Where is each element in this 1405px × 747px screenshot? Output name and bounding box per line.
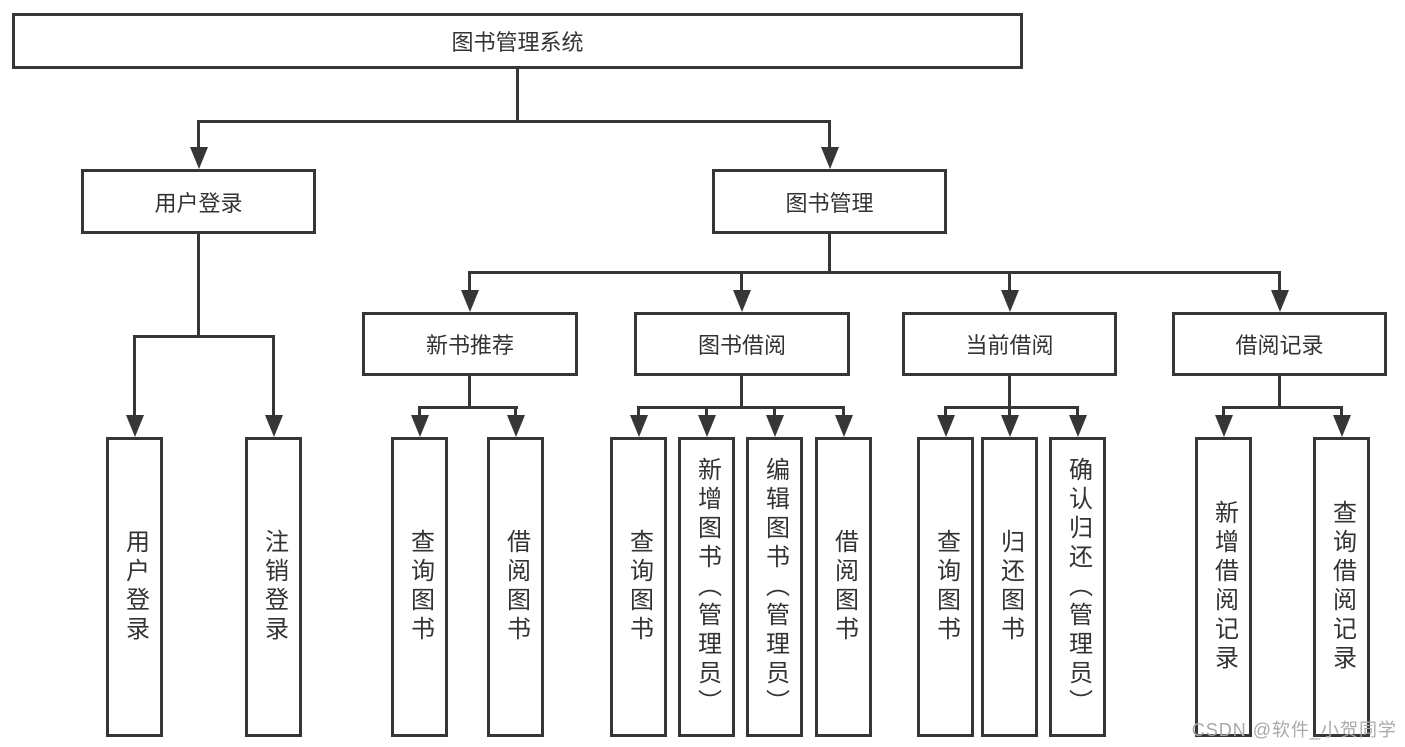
connector-book-borrow-drop-1: [637, 406, 640, 417]
connector-current-borrow-hbar: [944, 406, 1079, 409]
arrowhead-cb-query: [937, 415, 955, 437]
leaf-cb-return-books-label: 归还图书: [996, 529, 1024, 645]
connector-new-books-stem: [468, 376, 471, 407]
leaf-bb-add-books-label: 新增图书（管理员）: [693, 456, 721, 718]
arrowhead-leaf-logout: [265, 415, 283, 437]
arrowhead-user-login: [190, 147, 208, 169]
connector-book-mgmt-hbar: [468, 271, 1281, 274]
arrowhead-br-query: [1333, 415, 1351, 437]
arrowhead-book-borrow: [733, 290, 751, 312]
node-book-mgmt-label: 图书管理: [785, 190, 874, 216]
connector-borrow-records-stem: [1278, 376, 1281, 407]
node-user-login-label: 用户登录: [154, 190, 243, 216]
connector-new-books-drop-1: [418, 406, 421, 417]
connector-user-login-drop-1: [133, 335, 136, 417]
leaf-cb-query-books: 查询图书: [917, 437, 974, 737]
arrowhead-new-books: [461, 290, 479, 312]
arrowhead-nb-query: [411, 415, 429, 437]
leaf-cb-return-books: 归还图书: [981, 437, 1038, 737]
arrowhead-br-add: [1215, 415, 1233, 437]
connector-user-login-hbar: [133, 335, 275, 338]
leaf-cb-query-books-label: 查询图书: [932, 529, 960, 645]
connector-borrow-records-hbar: [1222, 406, 1343, 409]
arrowhead-bb-add: [698, 415, 716, 437]
connector-borrow-records-drop-2: [1340, 406, 1343, 417]
connector-book-borrow-drop-2: [705, 406, 708, 417]
node-book-borrow-label: 图书借阅: [697, 333, 786, 358]
leaf-nb-borrow-books-label: 借阅图书: [502, 529, 530, 645]
arrowhead-nb-borrow: [507, 415, 525, 437]
leaf-user-logout-label: 注销登录: [260, 529, 288, 645]
connector-root-drop-left: [197, 120, 200, 150]
leaf-bb-query-books: 查询图书: [610, 437, 667, 737]
connector-current-borrow-stem: [1008, 376, 1011, 407]
leaf-br-query-record-label: 查询借阅记录: [1328, 500, 1356, 674]
connector-book-mgmt-drop-3: [1008, 271, 1011, 292]
arrowhead-bb-query: [630, 415, 648, 437]
leaf-nb-query-books: 查询图书: [391, 437, 448, 737]
connector-book-borrow-hbar: [637, 406, 845, 409]
leaf-nb-borrow-books: 借阅图书: [487, 437, 544, 737]
node-borrow-records: 借阅记录: [1172, 312, 1387, 376]
leaf-cb-confirm-return: 确认归还（管理员）: [1049, 437, 1106, 737]
leaf-br-add-record: 新增借阅记录: [1195, 437, 1252, 737]
node-borrow-records-label: 借阅记录: [1235, 333, 1324, 358]
connector-book-mgmt-drop-4: [1278, 271, 1281, 292]
arrowhead-bb-borrow: [835, 415, 853, 437]
connector-borrow-records-drop-1: [1222, 406, 1225, 417]
leaf-user-logout: 注销登录: [245, 437, 302, 737]
connector-root-stem: [516, 69, 519, 121]
arrowhead-book-mgmt: [821, 147, 839, 169]
node-current-borrow-label: 当前借阅: [965, 333, 1054, 358]
connector-book-mgmt-drop-1: [468, 271, 471, 292]
arrowhead-bb-edit: [766, 415, 784, 437]
connector-book-borrow-drop-4: [842, 406, 845, 417]
node-root-label: 图书管理系统: [451, 30, 584, 55]
leaf-br-query-record: 查询借阅记录: [1313, 437, 1370, 737]
leaf-bb-add-books: 新增图书（管理员）: [678, 437, 735, 737]
connector-new-books-drop-2: [514, 406, 517, 417]
connector-book-borrow-stem: [740, 376, 743, 407]
connector-root-hbar: [197, 120, 831, 123]
connector-current-borrow-drop-1: [944, 406, 947, 417]
leaf-cb-confirm-return-label: 确认归还（管理员）: [1064, 456, 1092, 718]
node-new-books-label: 新书推荐: [425, 333, 514, 358]
connector-book-mgmt-drop-2: [740, 271, 743, 292]
arrowhead-leaf-login: [126, 415, 144, 437]
leaf-user-login: 用户登录: [106, 437, 163, 737]
node-book-borrow: 图书借阅: [634, 312, 850, 376]
connector-user-login-stem: [197, 234, 200, 336]
leaf-user-login-label: 用户登录: [121, 529, 149, 645]
node-book-mgmt: 图书管理: [712, 169, 947, 234]
arrowhead-current-borrow: [1001, 290, 1019, 312]
csdn-watermark: CSDN @软件_小贺同学: [1191, 720, 1397, 740]
connector-new-books-hbar: [418, 406, 518, 409]
connector-book-mgmt-stem: [828, 234, 831, 274]
leaf-bb-query-books-label: 查询图书: [625, 529, 653, 645]
node-user-login: 用户登录: [81, 169, 316, 234]
leaf-nb-query-books-label: 查询图书: [406, 529, 434, 645]
leaf-bb-borrow-books-label: 借阅图书: [830, 529, 858, 645]
connector-root-drop-right: [828, 120, 831, 150]
node-new-books: 新书推荐: [362, 312, 578, 376]
node-root: 图书管理系统: [12, 13, 1023, 69]
leaf-bb-edit-books-label: 编辑图书（管理员）: [761, 456, 789, 718]
arrowhead-borrow-records: [1271, 290, 1289, 312]
connector-book-borrow-drop-3: [773, 406, 776, 417]
leaf-br-add-record-label: 新增借阅记录: [1210, 500, 1238, 674]
connector-current-borrow-drop-2: [1008, 406, 1011, 417]
node-current-borrow: 当前借阅: [902, 312, 1117, 376]
connector-current-borrow-drop-3: [1076, 406, 1079, 417]
leaf-bb-borrow-books: 借阅图书: [815, 437, 872, 737]
arrowhead-cb-return: [1001, 415, 1019, 437]
arrowhead-cb-confirm: [1069, 415, 1087, 437]
leaf-bb-edit-books: 编辑图书（管理员）: [746, 437, 803, 737]
connector-user-login-drop-2: [272, 335, 275, 417]
